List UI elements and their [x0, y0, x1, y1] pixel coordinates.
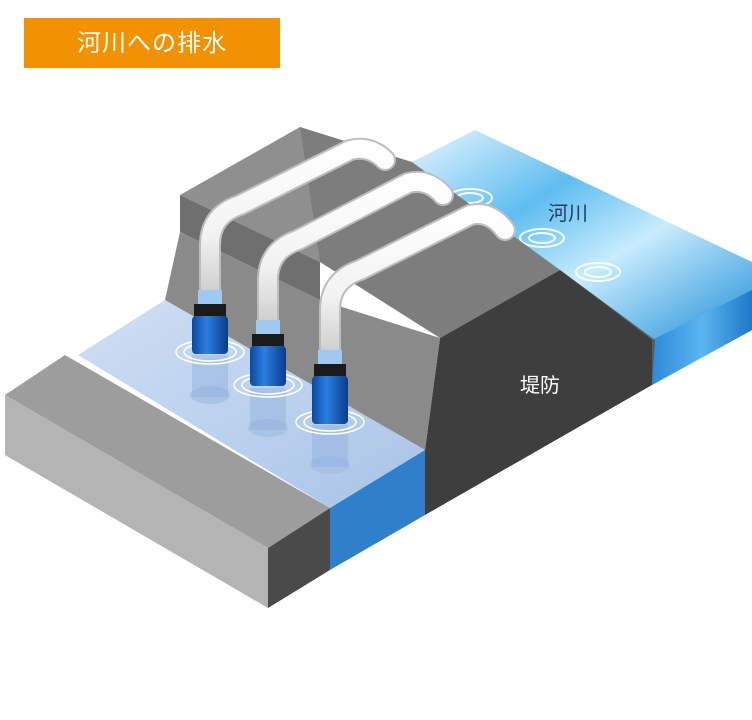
water-surface [78, 300, 425, 508]
river-label: 河川 [548, 201, 588, 225]
near-bank-front [268, 508, 330, 608]
channel-water [78, 300, 425, 570]
river-surface [412, 130, 752, 340]
pipe-1 [201, 139, 394, 301]
pipe-2 [259, 172, 452, 331]
pipe-3 [321, 205, 514, 361]
title-badge: 河川への排水 [24, 18, 280, 68]
near-bank-side [5, 395, 268, 608]
embankment-front [425, 270, 652, 515]
near-bank [5, 355, 330, 608]
pump-2 [233, 320, 303, 437]
splash-marks [447, 188, 621, 282]
river [412, 130, 752, 385]
title-text: 河川への排水 [77, 29, 227, 57]
near-bank-top [5, 355, 330, 548]
river-side [652, 290, 752, 385]
embankment-lower-wall [165, 232, 440, 450]
embankment-label: 堤防 [520, 373, 560, 397]
pump-3 [295, 350, 365, 474]
pumps [175, 290, 365, 474]
discharge-pipes [199, 137, 516, 363]
water-front [330, 450, 425, 570]
pump-1 [175, 290, 245, 404]
